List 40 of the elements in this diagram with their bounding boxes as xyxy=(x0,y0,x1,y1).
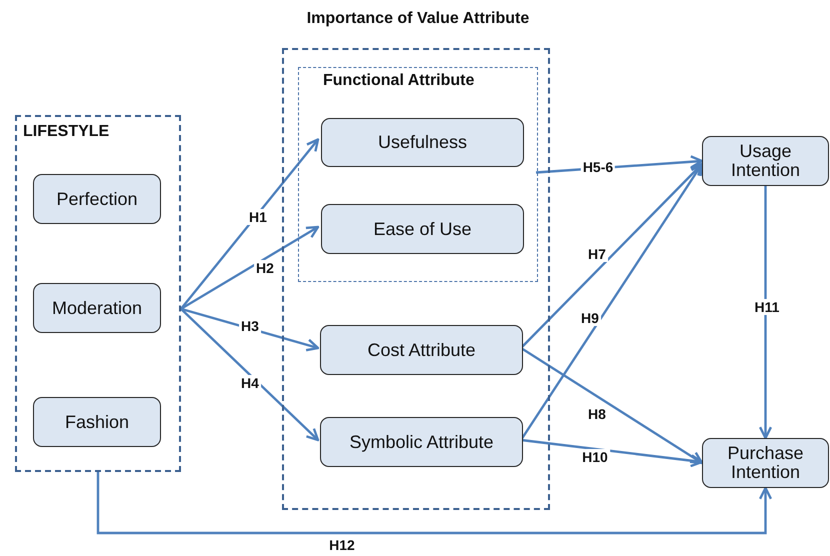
rounded-box xyxy=(33,174,161,224)
edge-label: H7 xyxy=(586,246,608,262)
node-label: Cost Attribute xyxy=(367,340,476,360)
edge-label: H2 xyxy=(254,260,276,276)
edge-label: H12 xyxy=(327,537,357,553)
rounded-box xyxy=(321,204,524,254)
rounded-box xyxy=(33,397,161,447)
rounded-box xyxy=(702,136,829,186)
node-label: Ease of Use xyxy=(373,220,472,238)
rounded-box xyxy=(33,283,161,333)
arrow xyxy=(180,308,320,442)
group-heading: Importance of Value Attribute xyxy=(306,10,530,28)
arrow xyxy=(758,186,772,440)
edge-label: H3 xyxy=(239,318,261,334)
rounded-box xyxy=(702,438,829,488)
node-label: Usage Intention xyxy=(730,142,802,180)
node-label: Moderation xyxy=(52,298,142,318)
node-label: Perfection xyxy=(56,190,138,208)
rounded-box xyxy=(320,417,523,467)
node-label: Usefulness xyxy=(378,133,468,152)
group-heading: Functional Attribute xyxy=(323,72,474,90)
node-label: Fashion xyxy=(64,412,130,432)
edge-label: H8 xyxy=(586,406,608,422)
group-heading: LIFESTYLE xyxy=(23,123,110,141)
edge-label: H1 xyxy=(247,209,269,225)
edge-label: H11 xyxy=(752,299,782,315)
arrow xyxy=(180,138,320,310)
rounded-box xyxy=(321,118,524,167)
arrow xyxy=(180,226,320,310)
edge-label: H5-6 xyxy=(580,159,616,175)
arrow xyxy=(96,472,772,534)
rounded-box xyxy=(320,325,523,375)
node-label: Symbolic Attribute xyxy=(349,432,494,452)
edge-label: H10 xyxy=(580,449,610,465)
dashed-group-frame xyxy=(298,67,538,282)
edge-label: H9 xyxy=(579,310,601,326)
arrow xyxy=(180,308,320,352)
edge-label: H4 xyxy=(239,375,261,391)
node-label: Purchase Intention xyxy=(726,444,805,482)
dashed-group-frame xyxy=(15,115,181,472)
